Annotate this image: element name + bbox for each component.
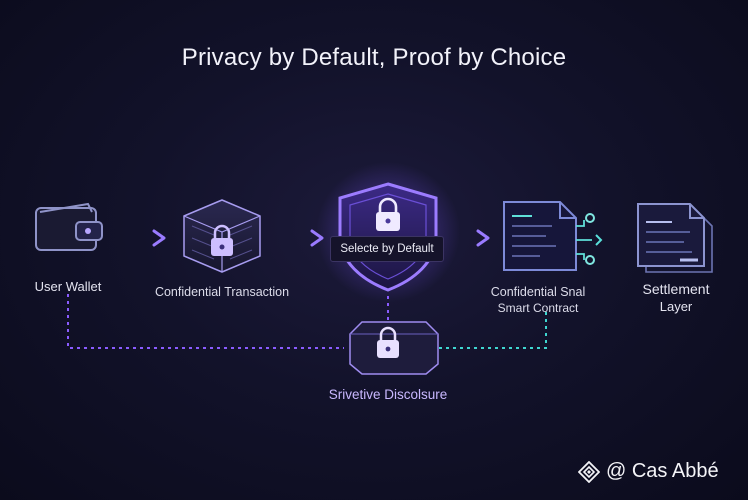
arrow-contract-to-settlement	[592, 235, 632, 245]
diagram-title: Privacy by Default, Proof by Choice	[0, 44, 748, 72]
shield-badge: Selecte by Default	[330, 236, 444, 262]
wallet-icon	[36, 204, 102, 250]
shield-lock-icon	[316, 162, 460, 302]
watermark-text: @ Cas Abbé	[606, 460, 719, 482]
user-wallet-label: User Wallet	[18, 278, 118, 295]
disclosure-cube-lock-icon	[350, 322, 438, 374]
settlement-label-line1: Settlement	[626, 281, 726, 298]
disclosure-path-left	[68, 294, 344, 348]
settlement-label-line2: Layer	[626, 298, 726, 315]
disclosure-path-right	[432, 312, 546, 348]
confidential-transaction-cube-icon	[184, 200, 260, 272]
smart-contract-document-icon	[504, 202, 594, 270]
selective-disclosure-label: Srivetive Discolsure	[300, 387, 476, 402]
settlement-layer-document-icon	[638, 204, 712, 272]
diamond-logo-icon	[578, 461, 600, 483]
smart-contract-label-line2: Smart Contract	[468, 300, 608, 316]
arrow-transaction-to-shield	[274, 231, 322, 245]
smart-contract-label-line1: Confidential Snal	[468, 284, 608, 300]
author-watermark: @ Cas Abbé	[578, 460, 719, 483]
arrow-wallet-to-transaction	[118, 231, 164, 245]
confidential-transaction-label: Confidential Transaction	[136, 284, 308, 300]
